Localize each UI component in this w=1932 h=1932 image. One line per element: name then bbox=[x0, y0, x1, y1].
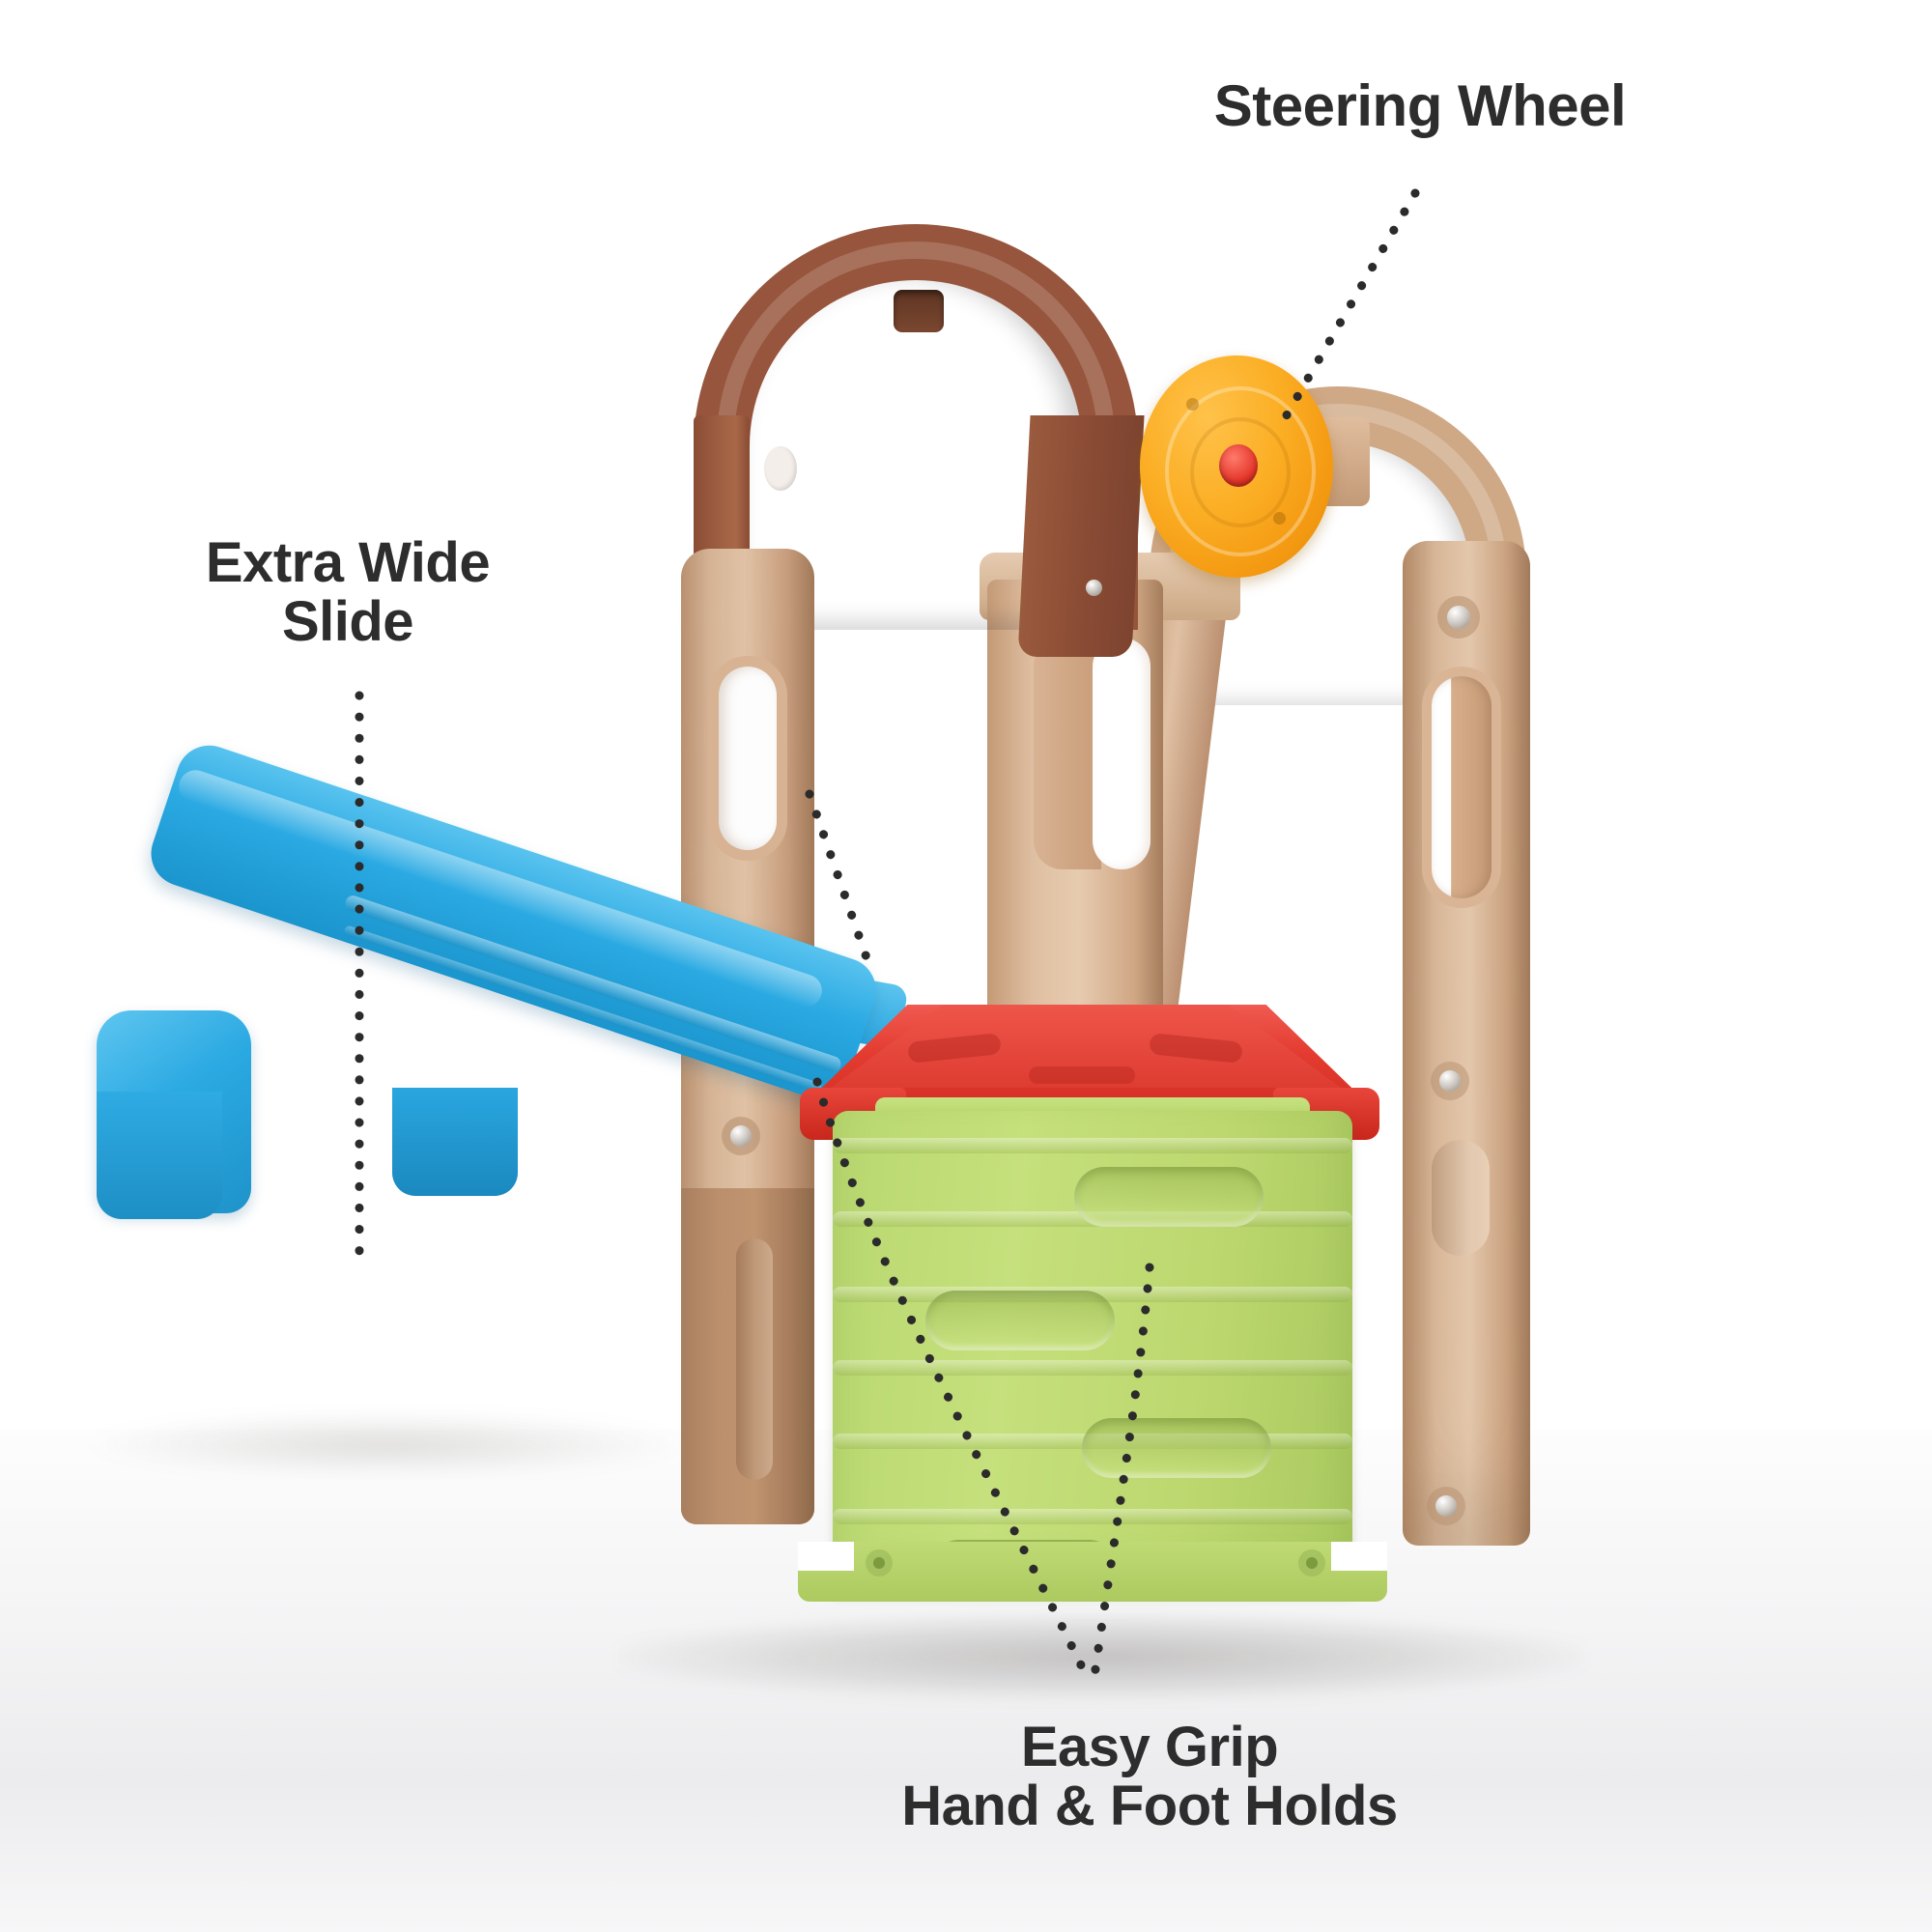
slide-support-foot-end bbox=[97, 1092, 222, 1219]
green-wall-base bbox=[798, 1542, 1387, 1602]
left-post-lower-section bbox=[681, 1188, 814, 1524]
green-wall-base-notch-right bbox=[1331, 1542, 1387, 1571]
hand-foot-hold bbox=[925, 1291, 1115, 1350]
hand-foot-hold bbox=[1074, 1167, 1264, 1227]
green-wall-base-screw-right bbox=[1306, 1557, 1318, 1569]
right-post-lower-groove bbox=[1432, 1140, 1490, 1256]
slide-support-foot-mid bbox=[392, 1088, 518, 1196]
wall-rib bbox=[833, 1138, 1352, 1153]
left-post-window-cutout bbox=[719, 667, 777, 850]
brown-arch-plug bbox=[764, 446, 797, 491]
green-wall-base-screw-left bbox=[873, 1557, 885, 1569]
brown-arch-slot bbox=[894, 290, 944, 332]
left-post-groove bbox=[736, 1238, 773, 1480]
steering-wheel-pin-bottom bbox=[1273, 512, 1286, 525]
steering-wheel-hub bbox=[1219, 444, 1258, 487]
right-post-screw-lower bbox=[1435, 1495, 1457, 1517]
brown-arch-screw bbox=[1086, 580, 1102, 596]
callout-label-extra-wide-slide: Extra Wide Slide bbox=[205, 531, 491, 654]
playset-ground-shadow bbox=[618, 1613, 1584, 1700]
green-climbing-wall-part bbox=[833, 1111, 1352, 1594]
left-post-screw bbox=[730, 1125, 752, 1147]
center-column-cutout-inner bbox=[1034, 638, 1101, 869]
deck-emboss-center bbox=[1029, 1066, 1135, 1084]
right-post-screw-upper bbox=[1447, 606, 1470, 629]
green-wall-base-notch-left bbox=[798, 1542, 854, 1571]
callout-label-steering-wheel: Steering Wheel bbox=[1213, 73, 1627, 138]
center-column-cutout bbox=[1093, 638, 1151, 869]
steering-wheel-outer-ring bbox=[1165, 386, 1316, 556]
slide-ground-shadow bbox=[87, 1410, 686, 1478]
right-post-screw-middle bbox=[1439, 1070, 1461, 1092]
steering-wheel-pin-top bbox=[1186, 398, 1199, 411]
steering-wheel-inner-ring bbox=[1190, 417, 1291, 527]
wall-rib bbox=[833, 1360, 1352, 1376]
right-post-slot-cutout bbox=[1432, 676, 1492, 898]
wall-rib bbox=[833, 1509, 1352, 1524]
brown-arch-leg-right bbox=[1017, 415, 1145, 657]
callout-label-easy-grip-holds: Easy Grip Hand & Foot Holds bbox=[901, 1716, 1398, 1838]
hand-foot-hold bbox=[1082, 1418, 1271, 1478]
